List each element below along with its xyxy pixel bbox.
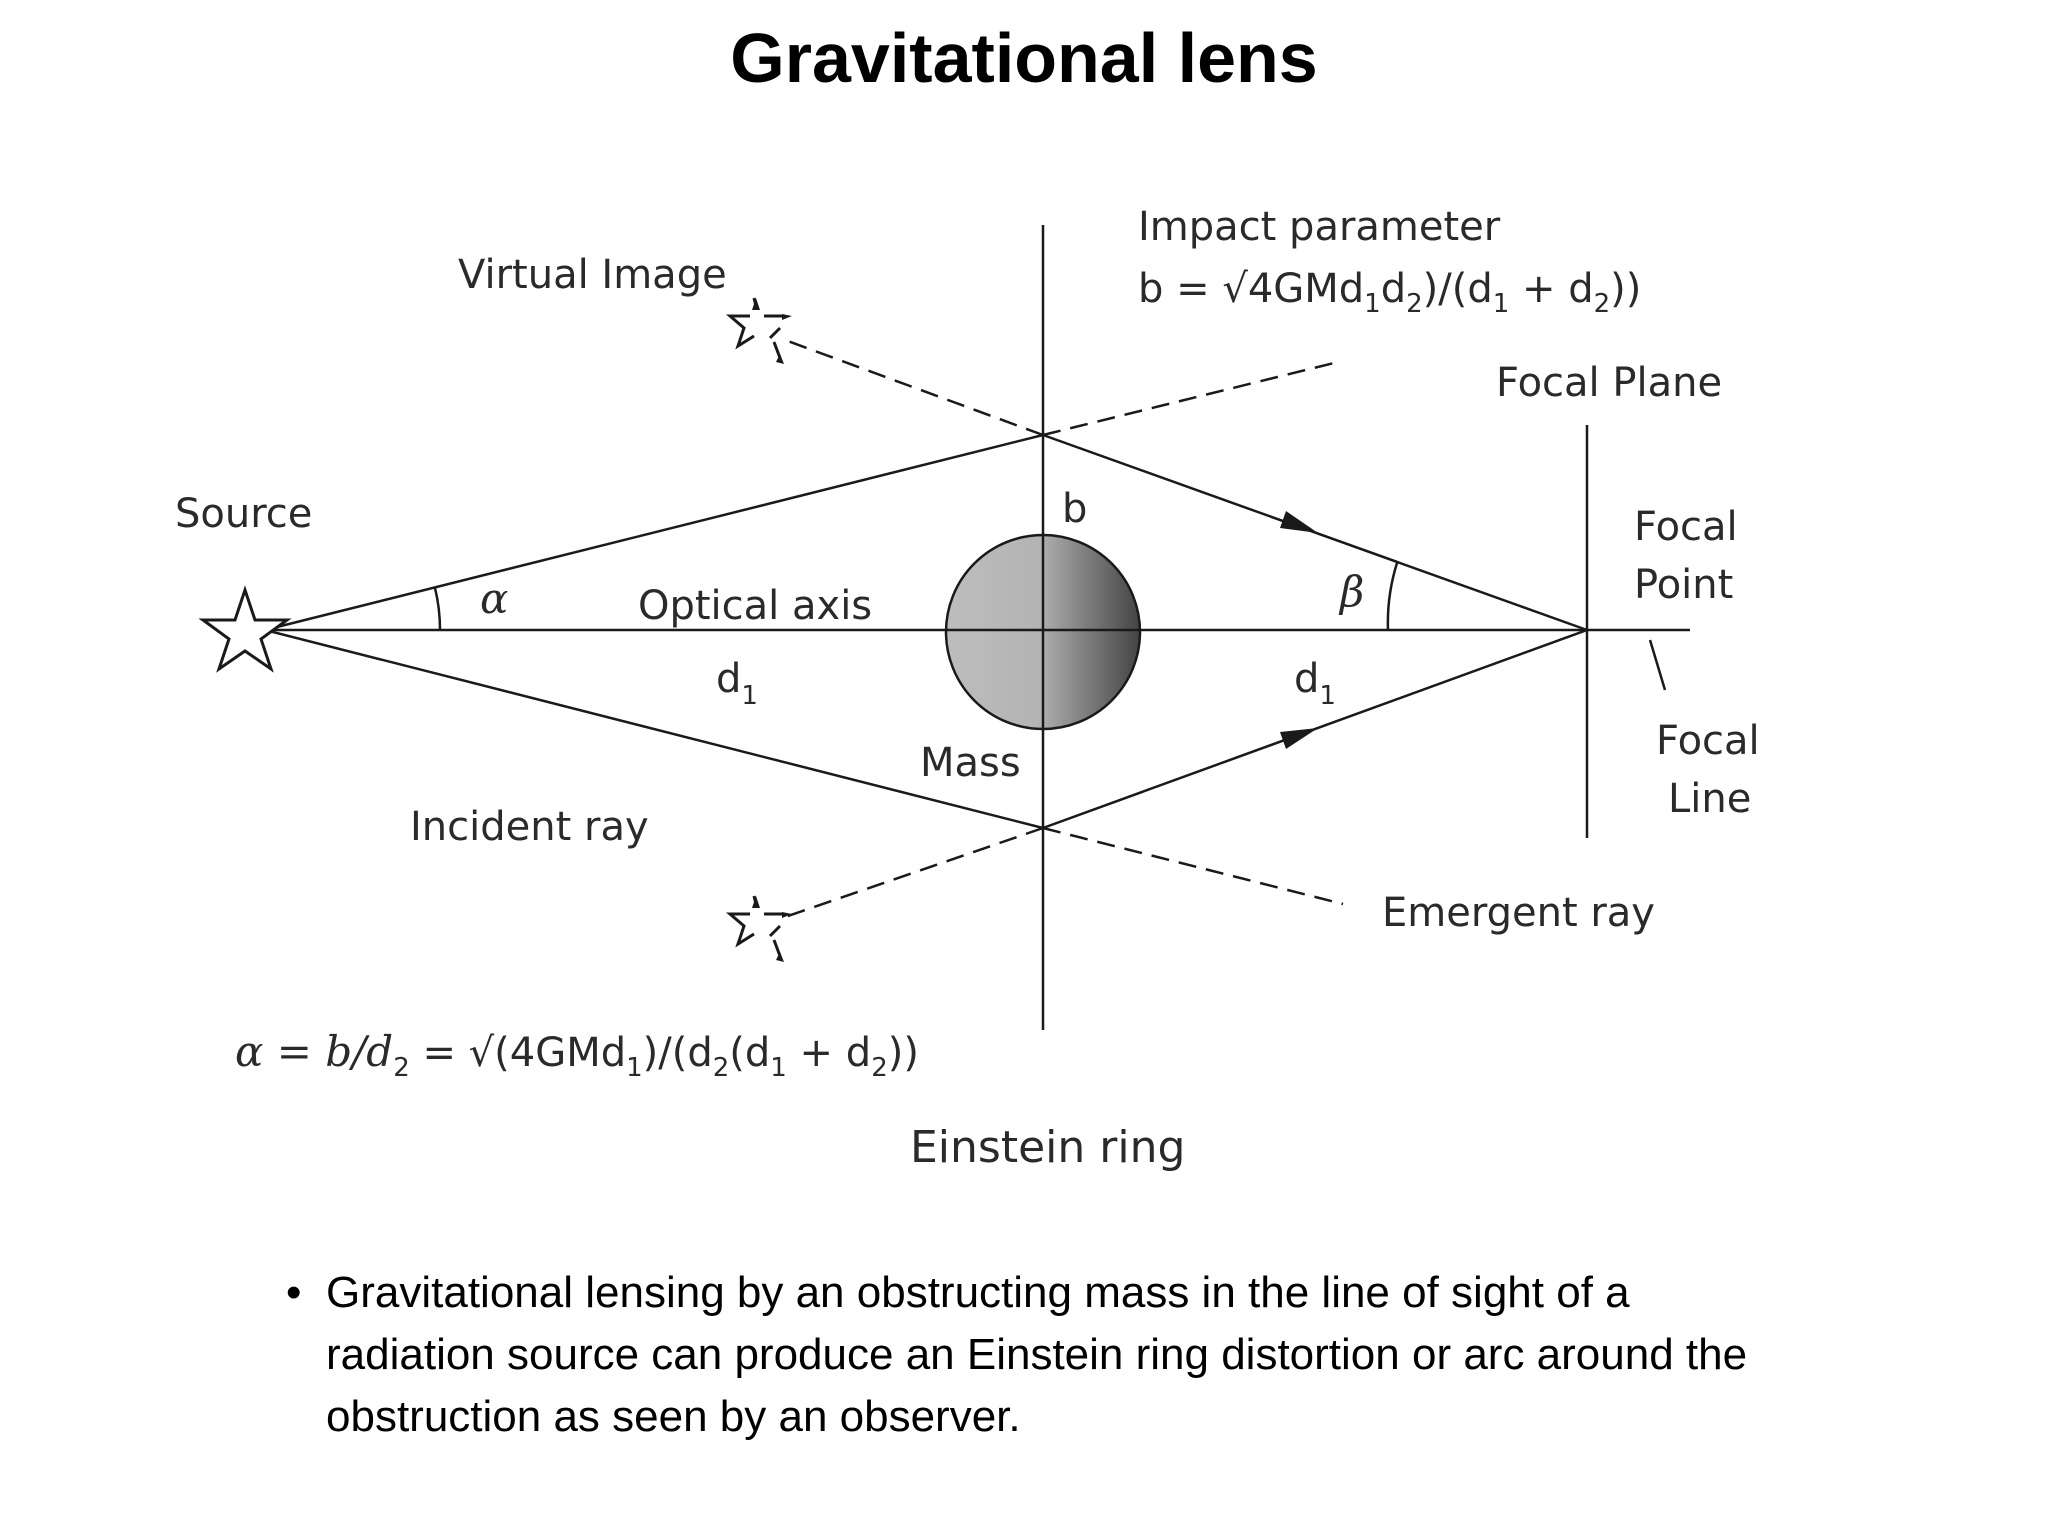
impact-parameter-formula: b = √4GMd1d2)/(d1 + d2)) — [1138, 266, 1641, 319]
source-label: Source — [175, 491, 312, 537]
focal-point-label-line1: Focal — [1634, 504, 1738, 550]
incident-ray-label: Incident ray — [410, 804, 649, 850]
focal-line-pointer — [1648, 639, 1667, 691]
virtual-ray-lower-forward — [1042, 826, 1344, 906]
virtual-image-star-lower-icon — [725, 895, 792, 962]
arrow-head-upper — [1280, 511, 1318, 533]
virtual-ray-upper-back — [784, 338, 1044, 437]
alpha-angle-label: α — [480, 574, 508, 623]
arrow-head-lower — [1280, 728, 1318, 749]
focal-line-label-line2: Line — [1668, 776, 1751, 822]
focal-plane-label: Focal Plane — [1496, 360, 1722, 406]
alpha-angle-arc — [433, 587, 442, 631]
beta-angle-label: β — [1338, 567, 1364, 616]
mass-label: Mass — [920, 740, 1021, 786]
einstein-ring-label: Einstein ring — [910, 1122, 1185, 1173]
d1-label-right: d1 — [1294, 656, 1336, 711]
d1-label-left: d1 — [716, 656, 758, 711]
focal-line-label-line1: Focal — [1656, 718, 1760, 764]
impact-parameter-label: Impact parameter — [1138, 204, 1501, 250]
b-label: b — [1062, 486, 1087, 532]
virtual-image-label: Virtual Image — [458, 252, 727, 298]
slide-title: Gravitational lens — [730, 19, 1318, 97]
incident-ray-upper — [264, 433, 1044, 632]
virtual-image-star-upper-icon — [725, 297, 792, 364]
virtual-ray-lower-back — [784, 826, 1044, 919]
emergent-ray-label: Emergent ray — [1382, 890, 1655, 936]
source-star-icon — [198, 585, 292, 673]
beta-angle-arc — [1386, 562, 1399, 631]
description-bullet: • Gravitational lensing by an obstructin… — [280, 1262, 1840, 1448]
focal-point-label-line2: Point — [1634, 562, 1733, 608]
bullet-marker: • — [286, 1268, 302, 1317]
alpha-formula: α = b/d2 = √(4GMd1)/(d2(d1 + d2)) — [235, 1027, 919, 1083]
optical-axis-label: Optical axis — [638, 583, 872, 629]
incident-ray-lower — [264, 628, 1044, 830]
bullet-text: Gravitational lensing by an obstructing … — [326, 1268, 1748, 1441]
virtual-ray-upper-forward — [1042, 360, 1339, 437]
